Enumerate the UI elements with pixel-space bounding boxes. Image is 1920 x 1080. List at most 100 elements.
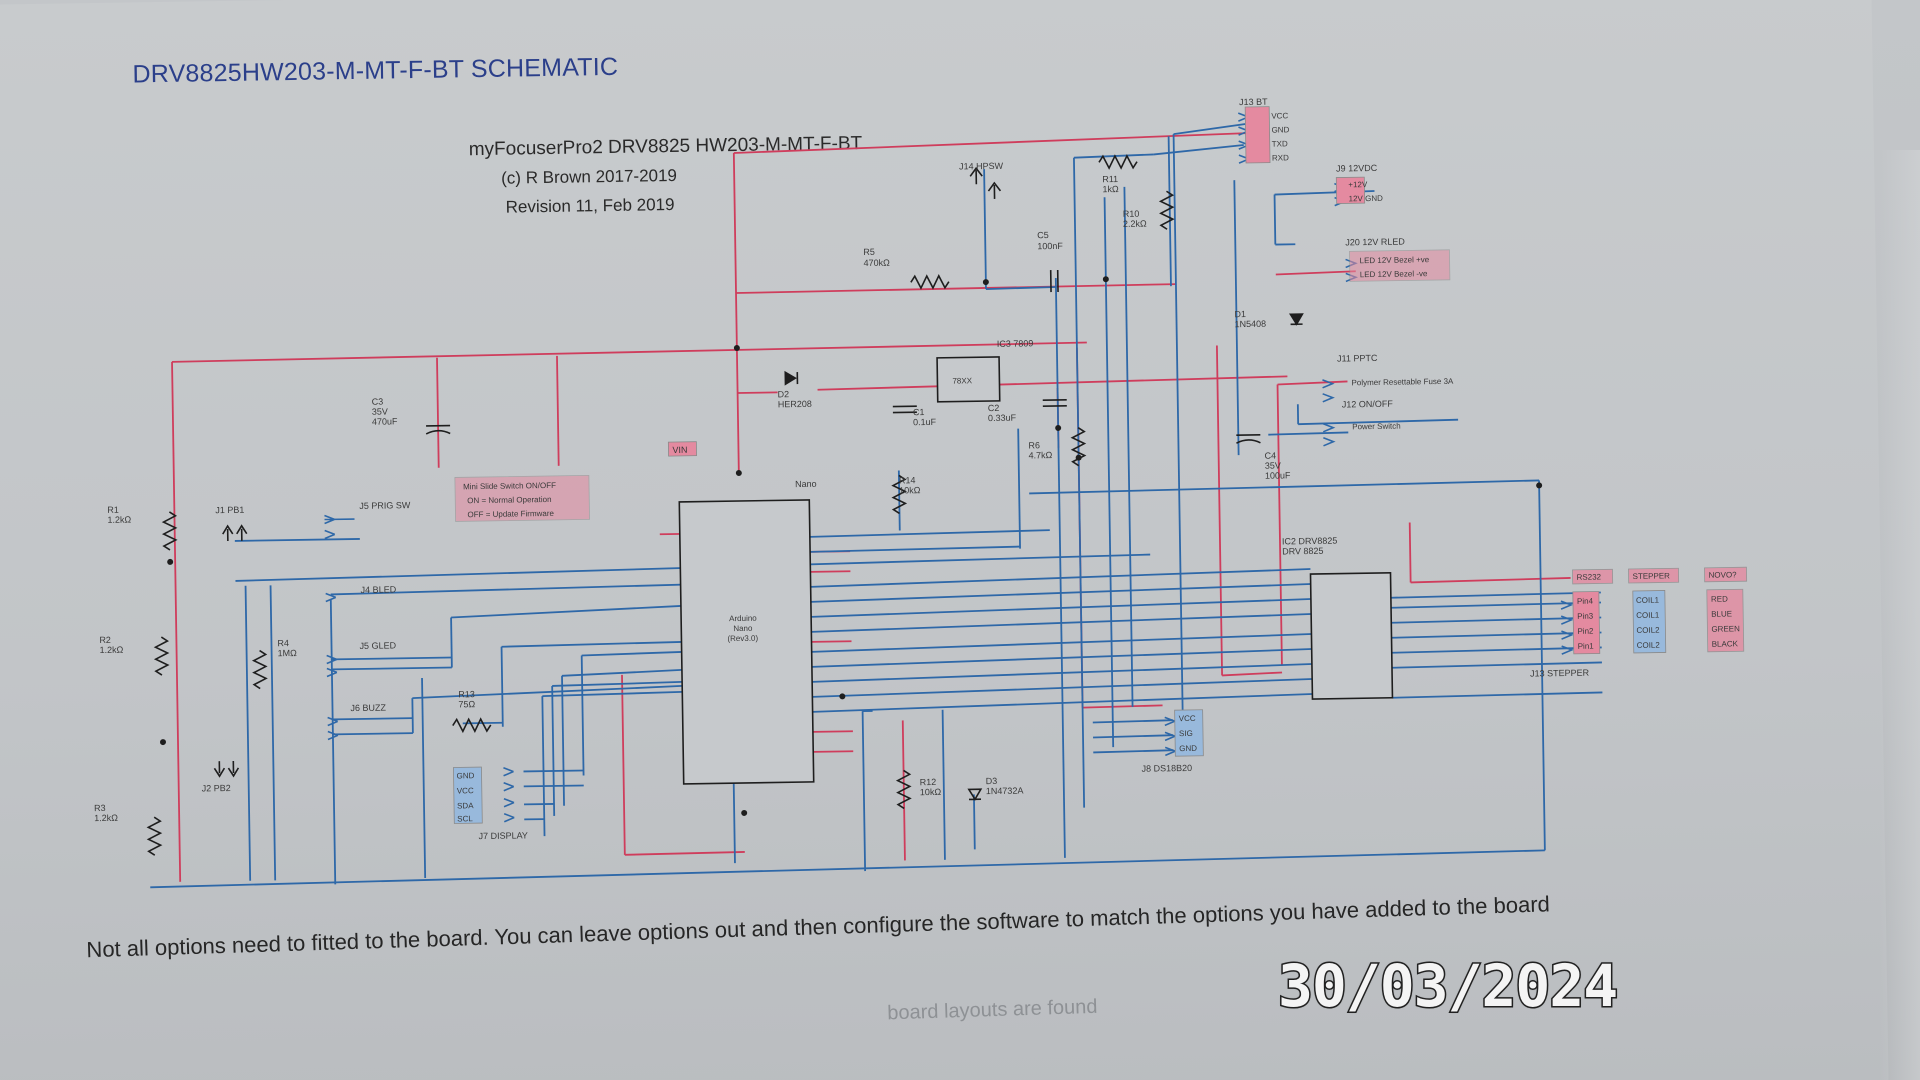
- r4-label: R4: [277, 638, 289, 648]
- d1-diode: [1288, 313, 1304, 326]
- schematic-labels: J13 BT VCC GND TXD RXD J14 HPSW R11 1kΩ …: [94, 97, 1740, 841]
- j7-pin-vcc: VCC: [457, 786, 474, 795]
- j20-pin-pos: LED 12V Bezel +ve: [1360, 255, 1430, 265]
- j7-pin-scl: SCL: [457, 814, 473, 823]
- ic3-body: 78XX: [952, 376, 972, 385]
- c4-value1: 35V: [1265, 460, 1281, 470]
- r10-value: 2.2kΩ: [1123, 219, 1147, 229]
- j14-label: J14 HPSW: [959, 161, 1004, 172]
- d3-label: D3: [986, 776, 998, 786]
- r4-resistor: [251, 649, 268, 690]
- j14-arrows: [969, 166, 1002, 199]
- j1-arrows: [222, 524, 248, 542]
- ic2-body: DRV 8825: [1282, 546, 1324, 557]
- c3-value1: 35V: [372, 406, 388, 416]
- r13-resistor: [452, 717, 492, 734]
- r11-resistor: [1098, 154, 1138, 170]
- r6-label: R6: [1028, 440, 1040, 450]
- hdr-rs232: RS232: [1577, 572, 1602, 581]
- step-c3-0: RED: [1711, 594, 1728, 603]
- nano-body-2: Nano: [733, 624, 753, 633]
- j9-label: J9 12VDC: [1336, 163, 1378, 174]
- c5-label: C5: [1037, 230, 1049, 240]
- r2-resistor: [153, 636, 170, 676]
- mini-switch-1: Mini Slide Switch ON/OFF: [463, 481, 556, 491]
- r12-resistor: [895, 769, 912, 810]
- step-c2-0: COIL1: [1636, 596, 1660, 605]
- r11-label: R11: [1102, 174, 1118, 184]
- c2-value: 0.33uF: [988, 413, 1017, 423]
- page-edge-shadow: [1880, 150, 1920, 1080]
- r13-label: R13: [458, 689, 475, 699]
- r1-resistor: [161, 511, 178, 551]
- r13-value: 75Ω: [458, 699, 475, 709]
- r2-label: R2: [99, 635, 111, 645]
- r1-value: 1.2kΩ: [107, 515, 131, 525]
- j20-pin-neg: LED 12V Bezel -ve: [1360, 269, 1428, 279]
- r6-value: 4.7kΩ: [1029, 450, 1053, 460]
- j8-pin-vcc: VCC: [1179, 714, 1196, 723]
- junction-dots: [160, 276, 1543, 816]
- c1-capacitor: [892, 405, 917, 414]
- r14-resistor: [891, 474, 908, 515]
- r3-label: R3: [94, 803, 106, 813]
- step-c2-3: COIL2: [1637, 641, 1661, 650]
- ic2-label: IC2 DRV8825: [1282, 536, 1338, 547]
- d1-value: 1N5408: [1234, 319, 1266, 329]
- r1-label: R1: [107, 505, 119, 515]
- c1-value: 0.1uF: [913, 417, 937, 427]
- j8-pin-sig: SIG: [1179, 729, 1193, 738]
- hdr-novo: NOVO?: [1709, 570, 1738, 579]
- step-c3-2: GREEN: [1711, 624, 1740, 633]
- j20-label: J20 12V RLED: [1345, 236, 1405, 247]
- c3-value2: 470uF: [372, 416, 398, 426]
- mini-switch-3: OFF = Update Firmware: [467, 509, 554, 519]
- r3-value: 1.2kΩ: [94, 813, 118, 823]
- c5-capacitor: [1049, 269, 1059, 293]
- nano-label: Nano: [795, 479, 817, 489]
- r12-value: 10kΩ: [920, 787, 942, 797]
- r10-resistor: [1158, 190, 1175, 230]
- r5-label: R5: [863, 247, 875, 257]
- step-c3-1: BLUE: [1711, 609, 1732, 618]
- d2-diode: [784, 370, 799, 386]
- vin-label: VIN: [672, 445, 687, 455]
- nano-body-3: (Rev3.0): [727, 634, 758, 643]
- step-c2-1: COIL1: [1636, 611, 1660, 620]
- c4-capacitor: [1236, 433, 1261, 444]
- j2-arrows: [213, 760, 240, 778]
- j9-pin-12v: +12V: [1348, 180, 1368, 189]
- step-c2-2: COIL2: [1636, 626, 1660, 635]
- j5g-label: J5 GLED: [359, 640, 396, 651]
- ic3-label: IC3 7809: [997, 338, 1034, 349]
- j7-label: J7 DISPLAY: [478, 830, 528, 841]
- j3-label: J13 STEPPER: [1530, 668, 1590, 679]
- j8-label: J8 DS18B20: [1141, 763, 1192, 774]
- r6-resistor: [1070, 426, 1087, 467]
- components: [146, 154, 1394, 856]
- j1-label: J1 PB1: [215, 505, 244, 515]
- c2-label: C2: [988, 403, 1000, 413]
- r11-value: 1kΩ: [1102, 184, 1119, 194]
- mini-switch-2: ON = Normal Operation: [467, 495, 551, 505]
- j5-label: J5 PRIG SW: [359, 500, 411, 511]
- j12-desc: Power Switch: [1352, 422, 1401, 432]
- j13-pin-gnd: GND: [1271, 125, 1289, 134]
- j12-label: J12 ON/OFF: [1342, 399, 1394, 410]
- j13-label: J13 BT: [1239, 97, 1268, 107]
- c1-label: C1: [913, 407, 925, 417]
- j13-pin-rxd: RXD: [1272, 153, 1289, 162]
- d2-label: D2: [778, 389, 790, 399]
- r2-value: 1.2kΩ: [99, 645, 123, 655]
- arduino-nano-block: [678, 499, 815, 785]
- r4-value: 1MΩ: [278, 648, 298, 658]
- d3-diode: [967, 788, 983, 801]
- hdr-stepper: STEPPER: [1633, 571, 1671, 581]
- j9-pin-gnd: 12V GND: [1349, 194, 1384, 204]
- c3-label: C3: [372, 397, 384, 407]
- c4-value2: 100uF: [1265, 470, 1291, 480]
- connector-boxes: [453, 106, 1748, 824]
- r5-value: 470kΩ: [863, 258, 890, 268]
